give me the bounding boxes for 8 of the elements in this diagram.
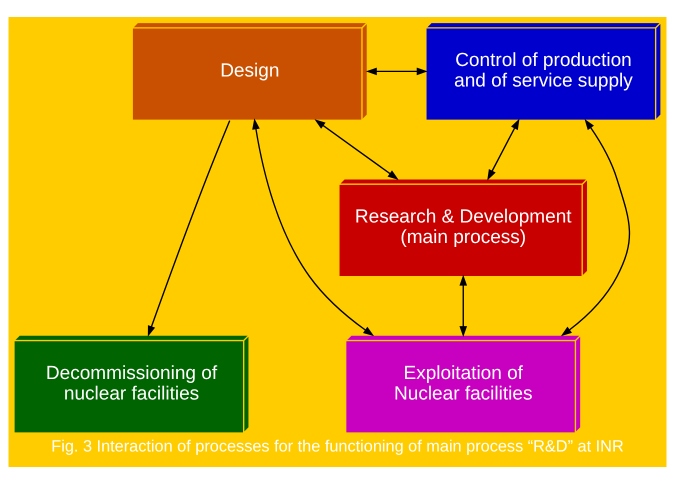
arrow <box>148 120 230 336</box>
arrow <box>366 67 428 75</box>
arrow <box>252 118 374 336</box>
arrow <box>560 118 630 336</box>
arrow <box>459 274 468 337</box>
arrow <box>487 118 520 180</box>
caption: Fig. 3 Interaction of processes for the functioning of main process “R&D” at INR <box>51 437 624 455</box>
arrow <box>314 118 399 180</box>
